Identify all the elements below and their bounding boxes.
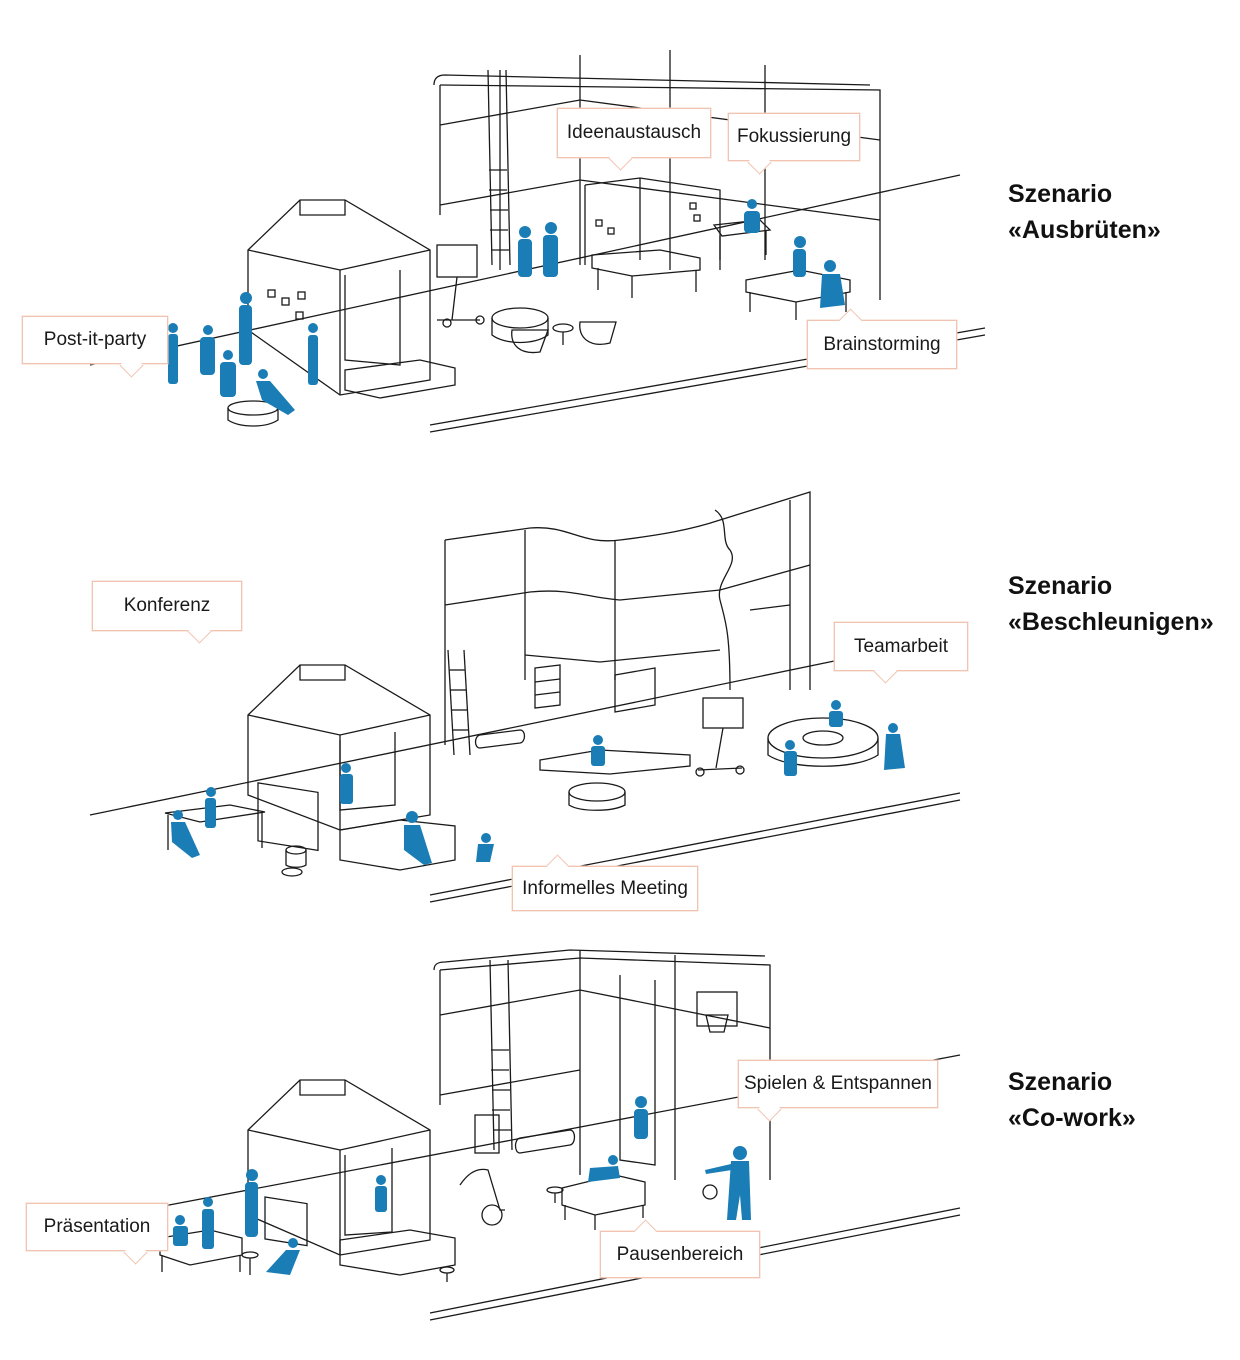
people-group-icon: [168, 199, 845, 415]
label-ideenaustausch: Ideenaustausch: [557, 108, 711, 171]
label-brainstorming-text: Brainstorming: [823, 333, 941, 355]
label-konferenz-text: Konferenz: [123, 595, 211, 616]
label-teamarbeit: Teamarbeit: [834, 622, 968, 684]
scenario-ausbrueten: Ideenaustausch Fokussierung Post-it-part…: [0, 0, 1240, 450]
label-pausenbereich-text: Pausenbereich: [616, 1243, 744, 1265]
scenario-title-line2: «Ausbrüten»: [1008, 216, 1161, 244]
label-post-it-party: Post-it-party: [22, 316, 168, 378]
scenario-beschleunigen-illustration: [89, 491, 961, 903]
label-pausenbereich: Pausenbereich: [600, 1219, 760, 1278]
scenario-title-ausbrueten: Szenario «Ausbrüten»: [1008, 176, 1161, 248]
scenario-title-beschleunigen: Szenario «Beschleunigen»: [1008, 568, 1214, 640]
label-informelles-meeting-text: Informelles Meeting: [522, 877, 688, 899]
label-fokussierung-text: Fokussierung: [736, 126, 852, 147]
label-praesentation: Präsentation: [26, 1203, 168, 1265]
scenario-title-line2: «Co-work»: [1008, 1104, 1136, 1132]
label-fokussierung: Fokussierung: [728, 113, 860, 175]
label-teamarbeit-text: Teamarbeit: [854, 635, 948, 657]
people-group-icon: [171, 700, 905, 865]
label-ideenaustausch-text: Ideenaustausch: [566, 122, 702, 143]
scenario-co-work: Spielen & Entspannen Präsentation Pausen…: [0, 920, 1240, 1360]
scenario-ausbrueten-illustration: [89, 50, 986, 433]
label-brainstorming: Brainstorming: [807, 308, 957, 369]
people-group-icon: [173, 1096, 751, 1275]
label-post-it-party-text: Post-it-party: [43, 329, 147, 350]
scenario-title-line2: «Beschleunigen»: [1008, 608, 1214, 636]
label-praesentation-text: Präsentation: [43, 1216, 151, 1237]
label-spielen-entspannen: Spielen & Entspannen: [738, 1060, 938, 1122]
scenario-title-line1: Szenario: [1008, 572, 1113, 600]
scenario-beschleunigen: Konferenz Teamarbeit Informelles Meeting…: [0, 470, 1240, 920]
label-informelles-meeting: Informelles Meeting: [512, 854, 698, 911]
label-konferenz: Konferenz: [92, 581, 242, 644]
scenario-title-line1: Szenario: [1008, 1068, 1113, 1096]
scenario-title-line1: Szenario: [1008, 180, 1113, 208]
label-spielen-entspannen-text: Spielen & Entspannen: [743, 1073, 933, 1094]
scenario-title-co-work: Szenario «Co-work»: [1008, 1064, 1136, 1136]
